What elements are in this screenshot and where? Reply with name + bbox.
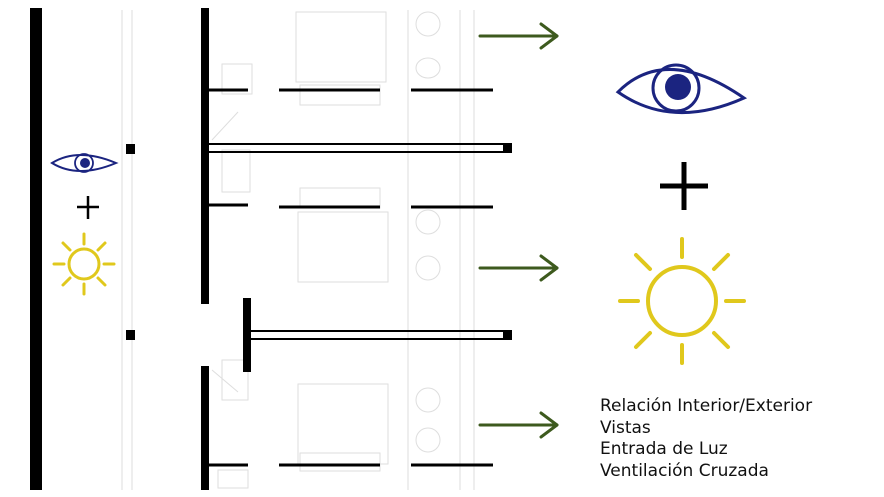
eye-icon	[615, 63, 748, 115]
plus-icon	[77, 196, 99, 219]
sun-icon	[618, 237, 746, 365]
arrow-right-icon	[478, 411, 559, 439]
eye-icon	[50, 153, 119, 173]
window-walls	[209, 88, 493, 467]
plus-icon	[660, 162, 708, 210]
legend-item: Vistas	[600, 417, 651, 438]
arrow-right-icon	[478, 22, 559, 50]
legend-item: Ventilación Cruzada	[600, 460, 769, 481]
faint-plan-background	[121, 10, 475, 490]
legend-list: Relación Interior/Exterior Vistas Entrad…	[600, 396, 812, 482]
balcony-beams	[209, 143, 505, 340]
interior-wall	[201, 8, 251, 490]
legend-item: Relación Interior/Exterior	[600, 396, 813, 416]
arrow-right-icon	[478, 254, 559, 282]
ventilation-arrows	[478, 22, 559, 439]
structural-columns	[126, 143, 512, 340]
sun-icon	[52, 232, 116, 296]
legend-item: Entrada de Luz	[600, 439, 728, 459]
exterior-wall	[30, 8, 42, 490]
